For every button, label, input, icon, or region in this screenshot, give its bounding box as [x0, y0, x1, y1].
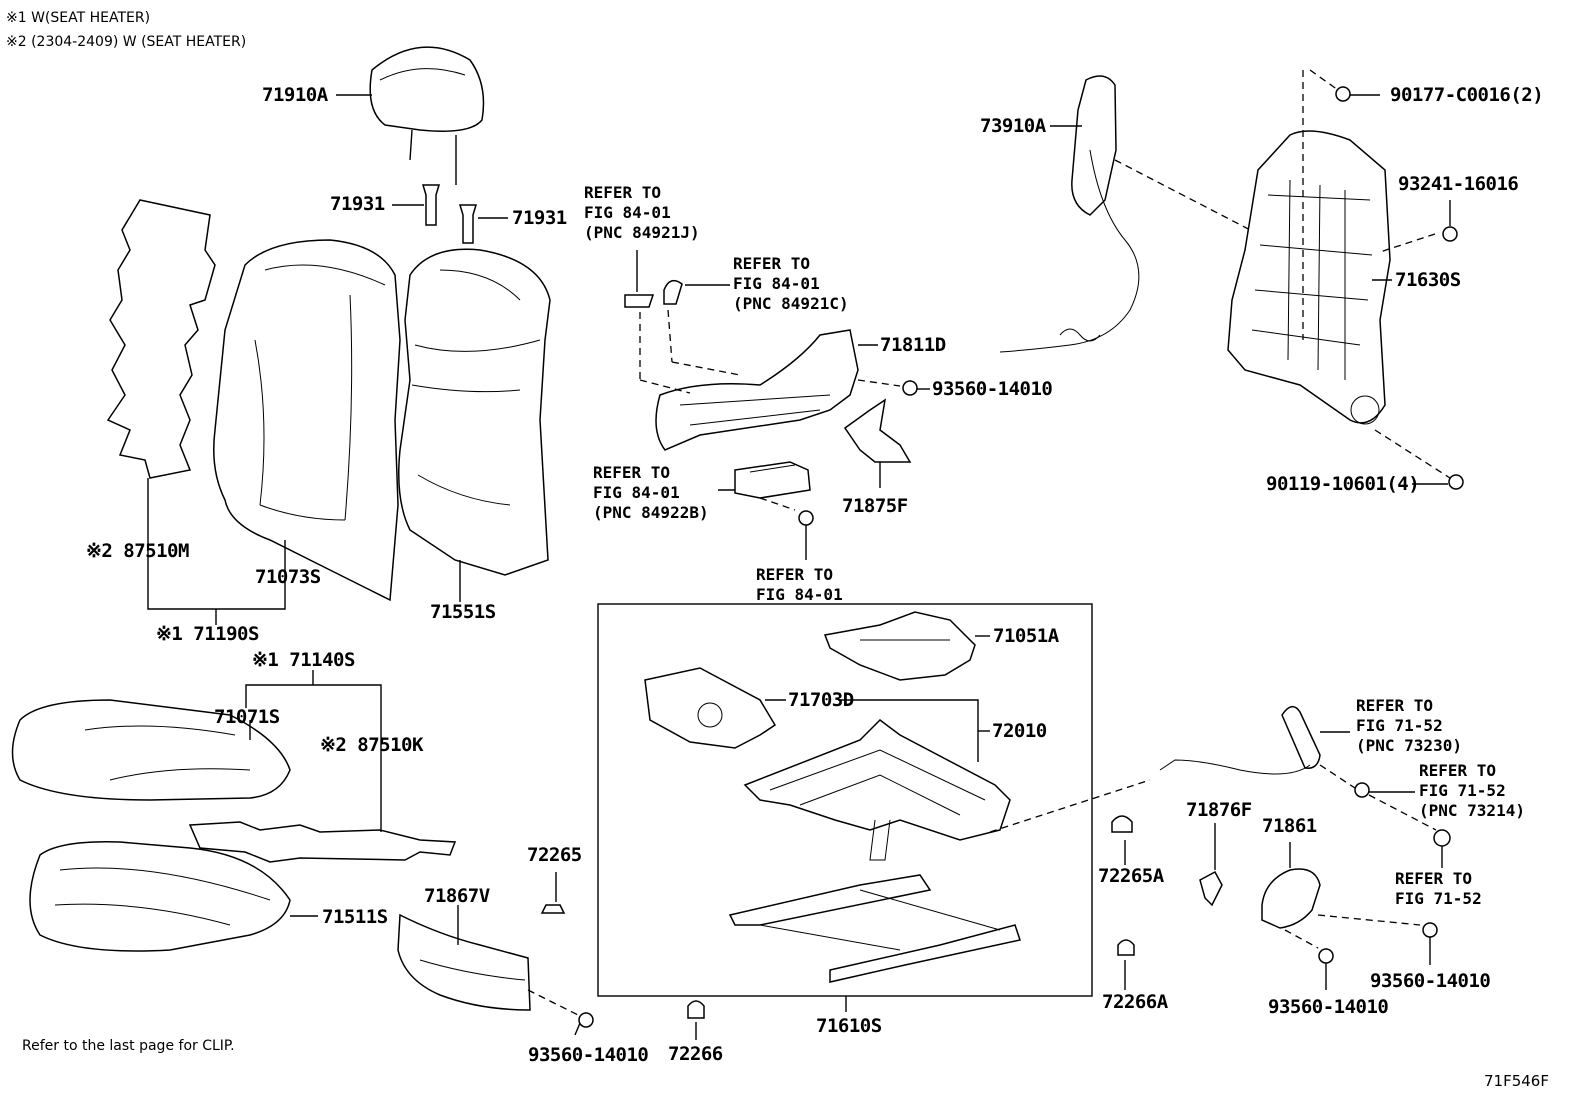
cover-71875F [843, 398, 912, 488]
part-label-93241-16016[interactable]: 93241-16016 [1398, 173, 1519, 195]
seat-cushion-frame-part [743, 699, 1151, 861]
refer-84922B[interactable]: REFER TO FIG 84-01 (PNC 84922B) [593, 463, 709, 522]
bolt-84-01 [759, 497, 814, 560]
part-label-71610S[interactable]: 71610S [816, 1015, 882, 1037]
nut-73214 [1319, 764, 1451, 868]
side-shield-part [639, 300, 878, 451]
part-label-93560-14010-c[interactable]: 93560-14010 [1370, 970, 1491, 992]
cushion-frame-panel-part [823, 611, 990, 681]
part-label-71867V[interactable]: 71867V [424, 885, 490, 907]
part-label-71910A[interactable]: 71910A [262, 84, 328, 106]
side-airbag-part [999, 75, 1261, 353]
seat-cushion-pad-part [29, 841, 318, 952]
part-label-71630S[interactable]: 71630S [1395, 269, 1461, 291]
bolt-90119 [1374, 429, 1464, 490]
part-label-72266A[interactable]: 72266A [1102, 991, 1168, 1013]
bracket-71876F [1199, 823, 1223, 907]
part-label-93560-14010-b[interactable]: 93560-14010 [932, 378, 1053, 400]
part-label-71140S[interactable]: ※1 71140S [252, 649, 355, 671]
part-label-71551S[interactable]: 71551S [430, 601, 496, 623]
refer-84921C[interactable]: REFER TO FIG 84-01 (PNC 84921C) [733, 254, 849, 313]
clip-72266A [1117, 939, 1135, 990]
part-label-87510M[interactable]: ※2 87510M [86, 540, 189, 562]
cushion-shield-part [644, 667, 786, 749]
bolt-b [857, 379, 930, 396]
part-label-71071S[interactable]: 71071S [214, 706, 280, 728]
refer-73214[interactable]: REFER TO FIG 71-52 (PNC 73214) [1419, 761, 1525, 820]
part-label-73910A[interactable]: 73910A [980, 115, 1046, 137]
part-label-71931-left[interactable]: 71931 [330, 193, 385, 215]
seat-back-frame-part [1227, 70, 1392, 425]
seat-track-part [728, 874, 1021, 1012]
seat-belt-buckle-part [1159, 706, 1350, 775]
part-label-71811D[interactable]: 71811D [880, 334, 946, 356]
part-label-93560-14010-a[interactable]: 93560-14010 [528, 1044, 649, 1066]
seat-back-cover-part [213, 239, 401, 608]
part-label-72265A[interactable]: 72265A [1098, 865, 1164, 887]
refer-84-01[interactable]: REFER TO FIG 84-01 [756, 565, 843, 604]
switch-84921C [663, 279, 730, 305]
clip-72265 [540, 872, 566, 914]
seat-cushion-heater-part [188, 748, 457, 863]
refer-73230[interactable]: REFER TO FIG 71-52 (PNC 73230) [1356, 696, 1462, 755]
headrest-part [336, 46, 485, 185]
bolt-a [527, 989, 594, 1036]
part-label-72266[interactable]: 72266 [668, 1043, 723, 1065]
bracket-71190S [147, 608, 286, 610]
part-label-71190S[interactable]: ※1 71190S [156, 623, 259, 645]
part-label-71875F[interactable]: 71875F [842, 495, 908, 517]
refer-71-52[interactable]: REFER TO FIG 71-52 [1395, 869, 1482, 908]
cover-71861 [1261, 842, 1421, 949]
part-label-72010[interactable]: 72010 [992, 720, 1047, 742]
part-label-71931-right[interactable]: 71931 [512, 207, 567, 229]
bolt-d [1318, 948, 1334, 990]
bolt-93241 [1379, 200, 1458, 253]
seat-back-pad-part [398, 248, 551, 602]
part-label-90177-C0016[interactable]: 90177-C0016(2) [1390, 84, 1544, 106]
part-label-90119-10601[interactable]: 90119-10601(4) [1266, 473, 1420, 495]
clip-72265A [1111, 815, 1133, 865]
part-label-71703D[interactable]: 71703D [788, 689, 854, 711]
part-label-71876F[interactable]: 71876F [1186, 799, 1252, 821]
part-label-93560-14010-d[interactable]: 93560-14010 [1268, 996, 1389, 1018]
bolt-c [1422, 922, 1438, 965]
part-label-72265[interactable]: 72265 [527, 844, 582, 866]
nut-90177 [1309, 69, 1380, 102]
refer-84921J[interactable]: REFER TO FIG 84-01 (PNC 84921J) [584, 183, 700, 242]
seat-track-box [597, 603, 1093, 997]
part-label-71073S[interactable]: 71073S [255, 566, 321, 588]
note-seat-heater-dated: ※2 (2304-2409) W (SEAT HEATER) [6, 34, 247, 50]
part-label-71861[interactable]: 71861 [1262, 815, 1317, 837]
switch-module-84922B [718, 461, 811, 499]
clip-72266 [687, 1000, 705, 1040]
note-seat-heater: ※1 W(SEAT HEATER) [6, 10, 151, 26]
side-cover-part [397, 905, 531, 1011]
switch-84921J [624, 250, 655, 308]
seat-back-heater-part [106, 199, 216, 608]
figure-id: 71F546F [1484, 1072, 1549, 1090]
headrest-guide-part [392, 184, 508, 244]
part-label-87510K[interactable]: ※2 87510K [320, 734, 423, 756]
seat-cushion-cover-part [11, 699, 291, 801]
part-label-71511S[interactable]: 71511S [322, 906, 388, 928]
clip-reference-note: Refer to the last page for CLIP. [22, 1038, 235, 1054]
part-label-71051A[interactable]: 71051A [993, 625, 1059, 647]
